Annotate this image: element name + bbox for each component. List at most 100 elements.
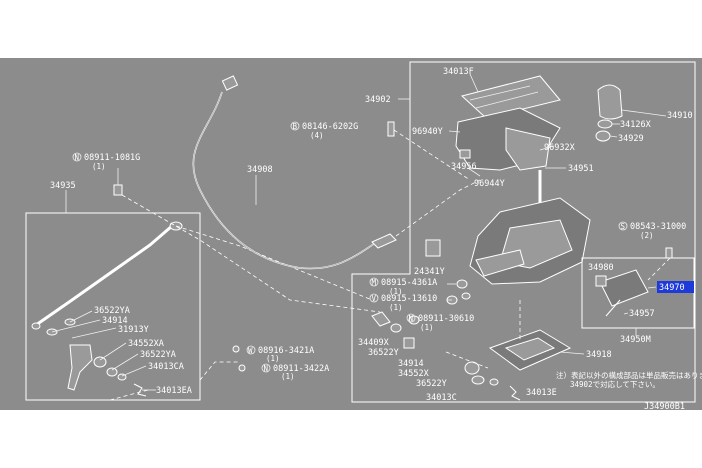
label-34013ea: 34013EA	[156, 386, 192, 396]
clip-34013e-part	[509, 385, 521, 401]
washer-08916-part	[232, 345, 240, 353]
label-36522ya: 36522YA	[94, 306, 130, 316]
label-34957: 34957	[629, 309, 655, 319]
bolt-symbol-b	[290, 121, 300, 131]
label-08911a: 08911-1081G	[84, 153, 140, 163]
position-plate-inner	[504, 337, 556, 361]
guide-cable-to-bracket	[395, 179, 481, 237]
guide-lower	[445, 351, 489, 369]
leader-36522ya	[69, 310, 93, 323]
bushing-34552x-part	[464, 361, 480, 375]
label-34013e: 34013E	[526, 388, 557, 398]
nut-symbol-n2-letter: N	[409, 314, 414, 323]
nut-symbol-n1	[72, 152, 82, 162]
nut-symbol-n2	[406, 313, 416, 323]
label-31913y: 31913Y	[118, 325, 149, 335]
label-34980: 34980	[588, 263, 614, 273]
screw-08543-part	[665, 247, 673, 259]
label-34950m: 34950M	[620, 335, 651, 345]
main-assembly-box	[351, 61, 696, 403]
cable-end-connector	[221, 75, 239, 91]
leader-96932x	[539, 145, 555, 151]
guide-08146	[393, 129, 471, 181]
leader-34013f	[469, 73, 479, 93]
shift-knob	[597, 84, 623, 120]
shift-cable-inner	[193, 91, 381, 269]
label-34914b: 34914	[398, 359, 424, 369]
bolt-symbol-b-letter: B	[293, 122, 298, 131]
label-08911a-qty: (1)	[92, 162, 106, 171]
label-08915b: 08915-13610	[381, 294, 437, 304]
label-08915b-qty: (1)	[389, 303, 403, 312]
label-34929: 34929	[618, 134, 644, 144]
label-36522y2: 36522Y	[416, 379, 447, 389]
screw-symbol-s	[618, 221, 628, 231]
switch-24341y-part	[425, 239, 441, 257]
label-34552xa: 34552XA	[128, 339, 164, 349]
washer-36522ya-part	[106, 367, 118, 377]
washer-36522y-part	[390, 323, 402, 333]
rod-start	[31, 322, 41, 330]
shaft-34409x-part	[371, 311, 391, 327]
note-line-2: 34902で対応して下さい。	[570, 379, 660, 389]
label-08543: 08543-31000	[630, 222, 686, 232]
label-08915a-qty: (1)	[389, 287, 403, 296]
screw-symbol-s-letter: S	[621, 222, 626, 231]
label-08911c-qty: (1)	[281, 372, 295, 381]
label-96940y: 96940Y	[412, 127, 443, 137]
indicator-slots	[469, 85, 539, 109]
label-34910: 34910	[667, 111, 693, 121]
bushing-34552xa-part	[93, 356, 107, 368]
label-08911b: 08911-30610	[418, 314, 474, 324]
leader-34957	[623, 312, 629, 315]
washer-symbol-w	[246, 345, 256, 355]
washer-symbol-m1	[369, 277, 379, 287]
leader-34552xa	[99, 342, 127, 361]
nut-symbol-n3	[261, 363, 271, 373]
label-34970-highlight	[657, 281, 694, 293]
label-34409x: 34409X	[358, 338, 390, 348]
shifter-base-plate	[475, 249, 525, 277]
label-34126x: 34126X	[620, 120, 652, 130]
lower-lever	[67, 344, 93, 391]
label-96944y: 96944Y	[474, 179, 505, 189]
label-34908: 34908	[247, 165, 273, 175]
leader-34914a	[51, 319, 101, 333]
label-34902: 34902	[365, 95, 391, 105]
label-34970[interactable]: 34970	[659, 283, 685, 293]
label-34918: 34918	[586, 350, 612, 360]
indicator-cover	[460, 75, 561, 119]
label-08915a: 08915-4361A	[381, 278, 437, 288]
label-36522y: 36522Y	[368, 348, 399, 358]
label-34914a: 34914	[102, 316, 128, 326]
leader-34970	[647, 286, 657, 289]
leader-34910	[621, 109, 667, 117]
bushing-34914b-part	[403, 337, 415, 349]
washer-08915b2-part	[461, 292, 471, 300]
linkage-group-box	[25, 212, 201, 401]
pin-34957-part	[605, 299, 621, 317]
label-34935: 34935	[50, 181, 76, 191]
label-08543-qty: (2)	[640, 231, 654, 240]
label-08911b-qty: (1)	[420, 323, 434, 332]
washer-36522y2-part	[471, 375, 485, 385]
leader-34918	[559, 351, 585, 355]
nut-08915a-part	[456, 279, 468, 289]
console-finisher-right	[505, 127, 551, 171]
bolt-08911-part	[113, 184, 123, 196]
washer-symbol-w-letter: W	[248, 346, 253, 355]
label-34013ca: 34013CA	[148, 362, 184, 372]
label-34013c: 34013C	[426, 393, 457, 403]
control-rod	[35, 224, 173, 327]
leader-96944y	[467, 167, 481, 177]
guide-left-bottom	[26, 389, 149, 401]
bolt-08146-part	[387, 121, 395, 137]
label-34956: 34956	[451, 162, 477, 172]
label-08146-qty: (4)	[310, 131, 324, 140]
leader-34013ca	[121, 365, 147, 377]
label-08146: 08146-6202G	[302, 122, 358, 132]
nut-symbol-n3-letter: N	[264, 364, 269, 373]
leader-36522ya2	[111, 353, 139, 371]
